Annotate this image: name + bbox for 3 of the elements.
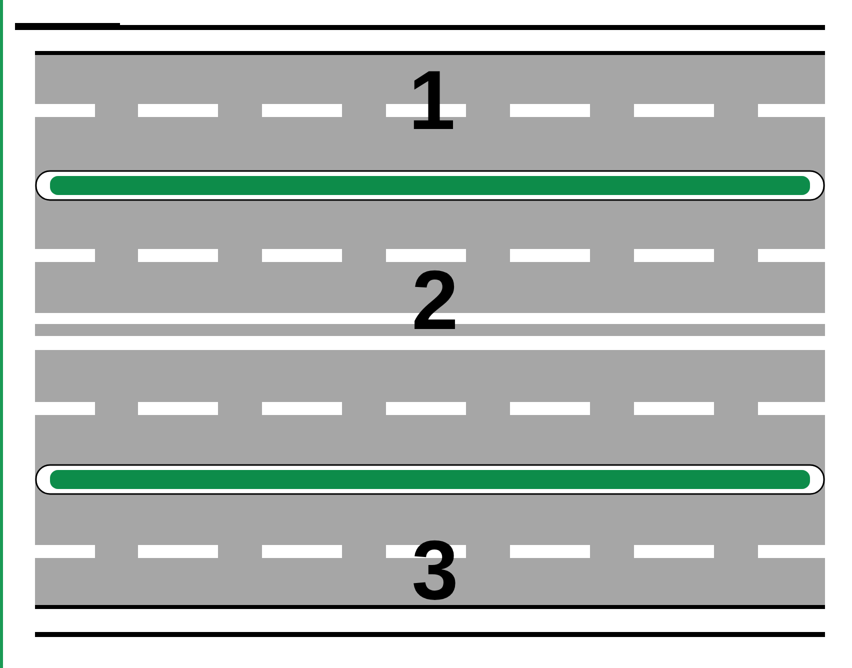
- lane-number: 3: [412, 528, 458, 612]
- lane-number: 1: [408, 58, 456, 142]
- lane-number: 2: [412, 258, 458, 342]
